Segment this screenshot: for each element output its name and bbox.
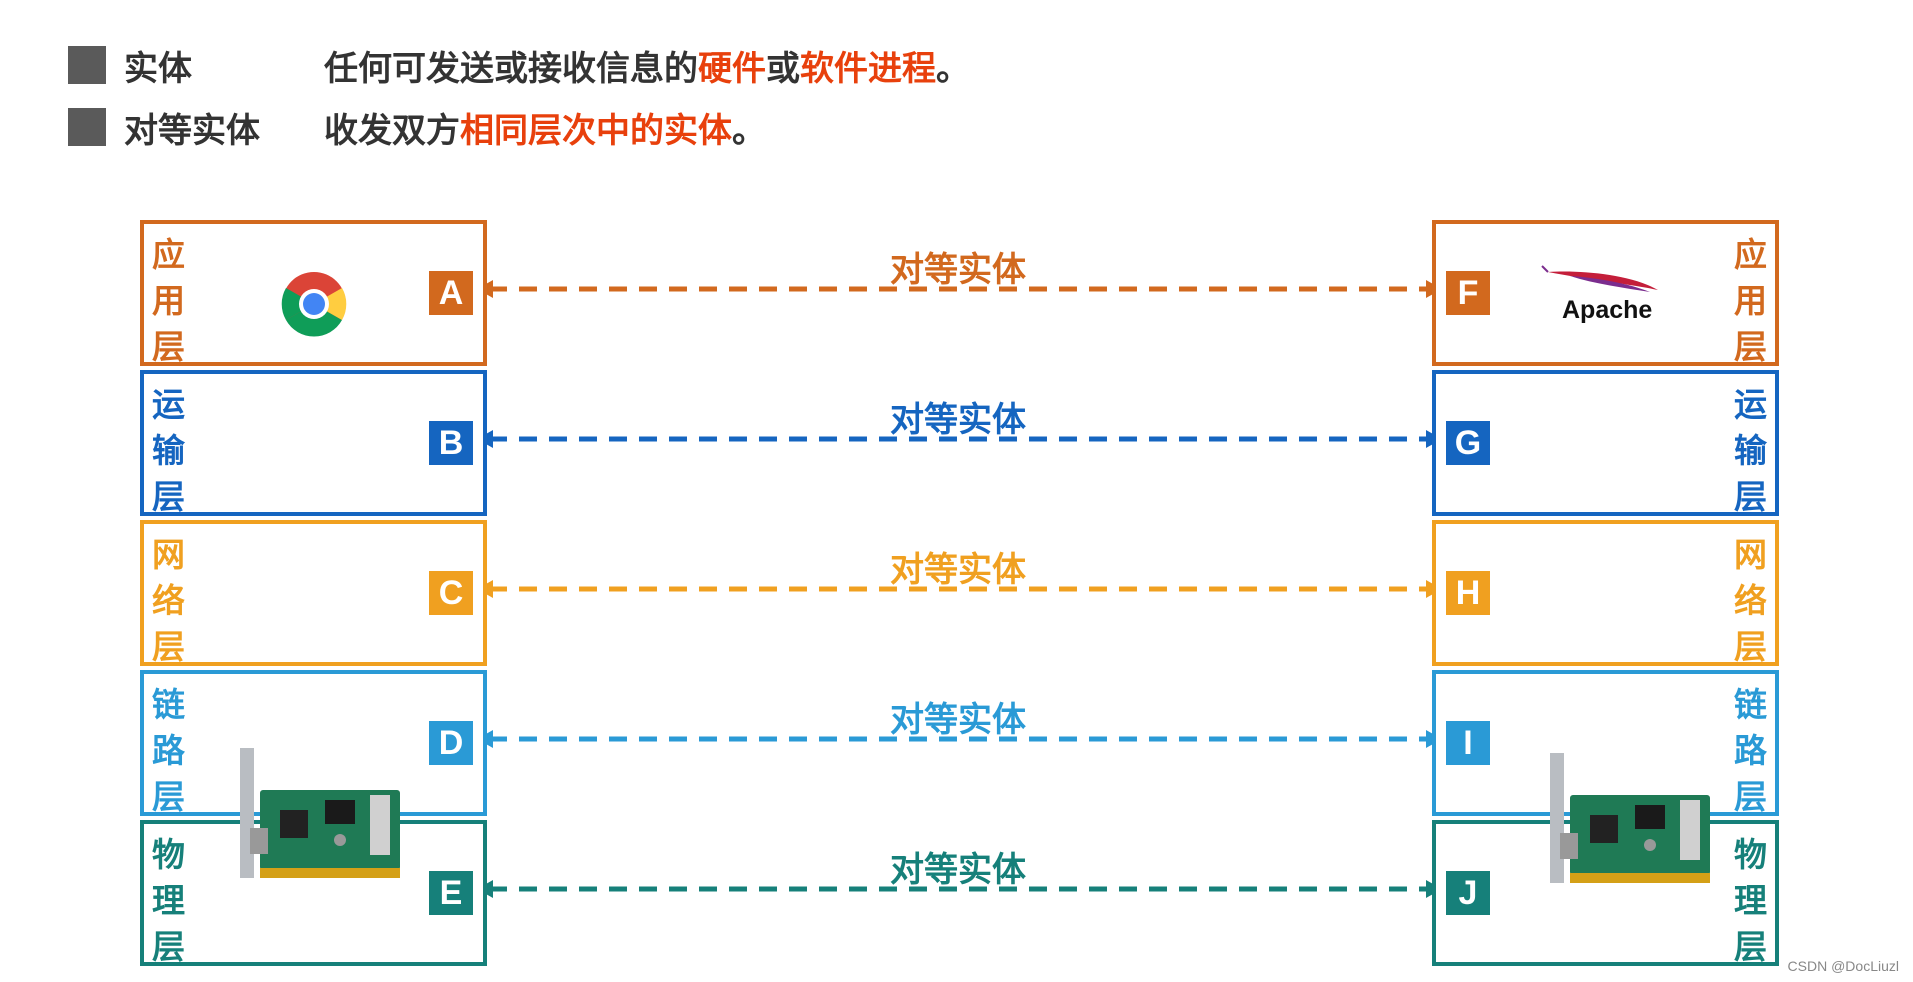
- entity-letter-badge: C: [429, 571, 473, 615]
- definition-peer-entity: 对等实体 收发双方相同层次中的实体。: [68, 104, 766, 151]
- layer-name-char: 输: [1734, 431, 1767, 470]
- chrome-icon: [281, 272, 347, 337]
- entity-letter-badge: D: [429, 721, 473, 765]
- layer-name-char: 层: [1734, 927, 1767, 966]
- entity-letter-badge: I: [1446, 721, 1490, 765]
- entity-letter-badge: J: [1446, 871, 1490, 915]
- bullet-square-icon: [68, 46, 106, 84]
- entity-letter-badge: A: [429, 271, 473, 315]
- layer-name-char: 路: [1734, 731, 1767, 770]
- layer-name-char: 层: [1734, 477, 1767, 516]
- layer-name-char: 路: [152, 731, 185, 770]
- layer-name: 链路层: [1734, 682, 1767, 820]
- layer-name-char: 层: [152, 777, 185, 816]
- peer-entity-label: 对等实体: [890, 850, 1026, 890]
- layer-name-char: 络: [1734, 581, 1767, 620]
- bullet-square-icon: [68, 108, 106, 146]
- entity-letter-badge: B: [429, 421, 473, 465]
- layer-name-char: 层: [1734, 327, 1767, 366]
- peer-entity-label: 对等实体: [890, 400, 1026, 440]
- layer-name-char: 链: [1734, 685, 1767, 724]
- apache-feather-icon: [1541, 265, 1658, 292]
- layer-name-char: 用: [1734, 281, 1767, 320]
- entity-letter-badge: G: [1446, 421, 1490, 465]
- layer-name-char: 层: [1734, 627, 1767, 666]
- definition-term: 对等实体: [124, 110, 260, 151]
- layer-name: 运输层: [152, 382, 185, 520]
- layer-name-char: 应: [1734, 235, 1767, 274]
- definition-entity: 实体 任何可发送或接收信息的硬件或软件进程。: [68, 42, 970, 89]
- entity-letter-badge: F: [1446, 271, 1490, 315]
- watermark: CSDN @DocLiuzl: [1787, 958, 1899, 974]
- left-layer-box: 网络层 C: [140, 520, 487, 666]
- layer-name: 应用层: [1734, 232, 1767, 370]
- definition-desc: 收发双方相同层次中的实体。: [324, 110, 766, 151]
- layer-name-char: 络: [152, 581, 185, 620]
- peer-entity-label: 对等实体: [890, 250, 1026, 290]
- peer-entity-label: 对等实体: [890, 700, 1026, 740]
- network-card-icon: [1550, 753, 1710, 883]
- entity-letter-badge: E: [429, 871, 473, 915]
- layer-name-char: 物: [1734, 835, 1767, 874]
- layer-name: 网络层: [1734, 532, 1767, 670]
- entity-letter-badge: H: [1446, 571, 1490, 615]
- right-layer-box: 应用层 F: [1432, 220, 1779, 366]
- layer-name-char: 层: [152, 327, 185, 366]
- layer-name: 网络层: [152, 532, 185, 670]
- apache-logo: Apache: [1540, 262, 1700, 332]
- layer-name-char: 层: [152, 477, 185, 516]
- layer-name-char: 应: [152, 235, 185, 274]
- layer-name: 应用层: [152, 232, 185, 370]
- right-layer-box: 链路层 I: [1432, 670, 1779, 816]
- right-layer-box: 网络层 H: [1432, 520, 1779, 666]
- layer-name-char: 网: [152, 535, 185, 574]
- layer-name-char: 物: [152, 835, 185, 874]
- layer-name: 运输层: [1734, 382, 1767, 520]
- layer-name-char: 理: [1734, 881, 1767, 920]
- layer-name-char: 运: [1734, 385, 1767, 424]
- peer-entity-label: 对等实体: [890, 550, 1026, 590]
- left-layer-box: 运输层 B: [140, 370, 487, 516]
- layer-name-char: 用: [152, 281, 185, 320]
- right-layer-box: 运输层 G: [1432, 370, 1779, 516]
- definition-term: 实体: [124, 48, 192, 89]
- layer-name-char: 网: [1734, 535, 1767, 574]
- layer-name-char: 层: [152, 627, 185, 666]
- layer-name: 物理层: [152, 832, 185, 970]
- layer-name: 链路层: [152, 682, 185, 820]
- layer-name-char: 输: [152, 431, 185, 470]
- layer-name: 物理层: [1734, 832, 1767, 970]
- definition-desc: 任何可发送或接收信息的硬件或软件进程。: [324, 48, 970, 89]
- left-layer-box: 链路层 D: [140, 670, 487, 816]
- layer-name-char: 理: [152, 881, 185, 920]
- layer-name-char: 层: [152, 927, 185, 966]
- layer-name-char: 层: [1734, 777, 1767, 816]
- layer-name-char: 运: [152, 385, 185, 424]
- network-card-icon: [240, 748, 400, 878]
- layer-name-char: 链: [152, 685, 185, 724]
